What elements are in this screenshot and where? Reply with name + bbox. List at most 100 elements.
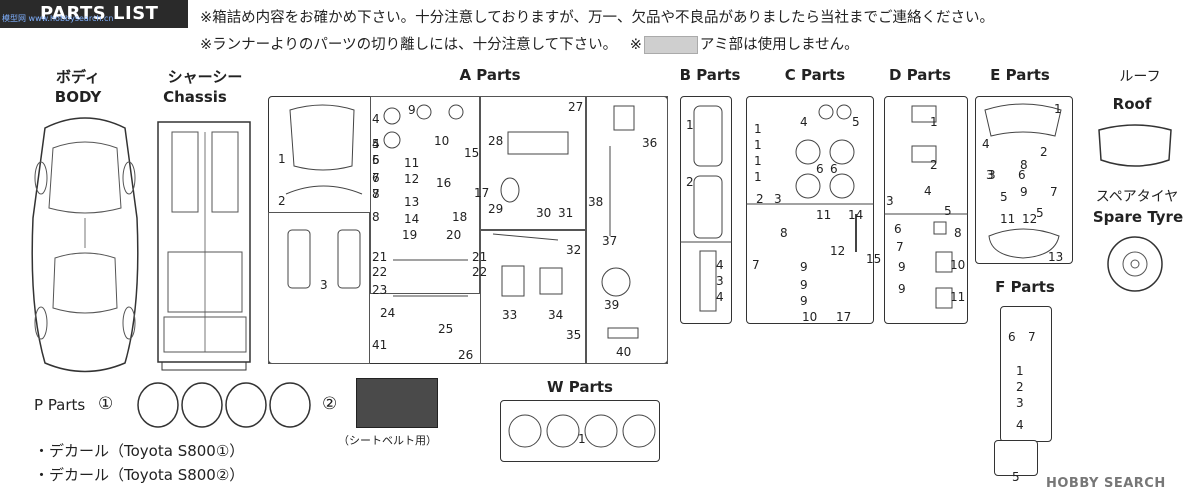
part-number-e-7: 7 (1050, 185, 1058, 199)
part-number-d-2: 2 (930, 158, 938, 172)
part-number-c-3: 3 (774, 192, 782, 206)
part-number-a-32: 32 (566, 243, 582, 257)
w-parts-frame (500, 400, 660, 462)
part-number-e-3: 3 (986, 168, 994, 182)
part-number-a-28: 28 (488, 134, 504, 148)
d-parts-title: D Parts (889, 66, 951, 84)
part-number-a-27: 27 (568, 100, 584, 114)
decal-line-2: ・デカール（Toyota S800②） (34, 464, 244, 485)
a-sub-2 (370, 96, 480, 294)
part-number-c-10: 10 (802, 310, 818, 324)
f-parts-base (994, 440, 1038, 476)
part-number-a-36: 36 (642, 136, 658, 150)
note-line-2-b: ※ (629, 37, 642, 53)
part-number-d-1: 1 (930, 115, 938, 129)
b-parts-title: B Parts (679, 66, 741, 84)
a-sub-4 (480, 230, 586, 364)
part-number-a-9: 9 (408, 103, 416, 117)
part-number-a-33: 33 (502, 308, 518, 322)
seatbelt-label: （シートベルト用） (338, 434, 437, 447)
body-drawing (31, 117, 139, 373)
note-line-2: ※ランナーよりのパーツの切り離しには、十分注意して下さい。 ※アミ部は使用しませ… (200, 33, 859, 54)
part-number-e-3: 3 (988, 168, 996, 182)
part-number-c-9: 9 (800, 278, 808, 292)
part-number-a-13: 13 (404, 195, 420, 209)
a-parts-frame (268, 96, 668, 364)
part-number-c-14: 14 (848, 208, 864, 222)
part-number-a-21: 21 (472, 250, 488, 264)
part-number-e-5: 5 (1000, 190, 1008, 204)
part-number-e-9: 9 (1020, 185, 1028, 199)
part-number-a-6: 6 (372, 153, 380, 167)
part-number-e-8: 8 (1020, 158, 1028, 172)
part-number-a-7: 7 (372, 187, 380, 201)
w-parts-title: W Parts (547, 378, 613, 396)
part-number-a-5: 5 (372, 153, 380, 167)
part-number-c-6: 6 (816, 162, 824, 176)
seatbelt-sheet (356, 378, 438, 428)
part-number-d-9: 9 (898, 282, 906, 296)
part-number-f-3: 3 (1016, 396, 1024, 410)
part-number-a-30: 30 (536, 206, 552, 220)
decal-2-name: （Toyota S800②） (109, 466, 245, 484)
p-parts-mark-1: ① (98, 394, 114, 414)
part-number-c-5: 5 (852, 115, 860, 129)
a-parts-drawing (285, 104, 639, 339)
part-number-b-3: 3 (716, 274, 724, 288)
part-number-c-8: 8 (780, 226, 788, 240)
part-number-a-22: 22 (472, 265, 488, 279)
part-number-c-6: 6 (830, 162, 838, 176)
part-number-b-2: 2 (686, 175, 694, 189)
part-number-d-6: 6 (894, 222, 902, 236)
roof-title-en: Roof (1112, 95, 1152, 113)
part-number-a-6: 6 (372, 171, 380, 185)
c-parts-frame (746, 96, 874, 324)
part-number-a-22: 22 (372, 265, 388, 279)
part-number-d-8: 8 (954, 226, 962, 240)
part-number-a-18: 18 (452, 210, 468, 224)
a-sub-5 (586, 96, 668, 364)
part-number-c-2: 2 (756, 192, 764, 206)
part-number-e-4: 4 (982, 137, 990, 151)
c-parts-drawing (746, 104, 874, 252)
decal-1-prefix: ・デカール (34, 442, 110, 460)
part-number-c-1: 1 (754, 122, 762, 136)
d-parts-frame (884, 96, 968, 324)
part-number-e-11: 11 (1000, 212, 1016, 226)
part-number-a-31: 31 (558, 206, 574, 220)
part-number-a-5: 5 (372, 137, 380, 151)
a-sub-3 (480, 96, 586, 230)
part-number-a-3: 3 (320, 278, 328, 292)
part-number-a-8: 8 (372, 187, 380, 201)
part-number-b-4: 4 (716, 258, 724, 272)
f-parts-title: F Parts (995, 278, 1055, 296)
part-number-e-1: 1 (1054, 102, 1062, 116)
part-number-c-9: 9 (800, 294, 808, 308)
e-parts-drawing (984, 103, 1062, 259)
part-number-e-2: 2 (1040, 145, 1048, 159)
part-number-d-9: 9 (898, 260, 906, 274)
part-number-c-17: 17 (836, 310, 852, 324)
part-number-c-1: 1 (754, 138, 762, 152)
part-number-a-16: 16 (436, 176, 452, 190)
roof-drawing (1098, 124, 1172, 167)
part-number-f-5: 5 (1012, 470, 1020, 484)
e-parts-frame (975, 96, 1073, 264)
part-number-e-6: 6 (1018, 168, 1026, 182)
note-line-1: ※箱詰め内容をお確かめ下さい。十分注意しておりますが、万一、欠品や不良品がありま… (200, 10, 994, 26)
part-number-a-21: 21 (372, 250, 388, 264)
part-number-f-2: 2 (1016, 380, 1024, 394)
part-number-a-4: 4 (372, 137, 380, 151)
part-number-a-29: 29 (488, 202, 504, 216)
part-number-f-7: 7 (1028, 330, 1036, 344)
part-number-d-4: 4 (924, 184, 932, 198)
part-number-a-20: 20 (446, 228, 462, 242)
part-number-d-7: 7 (896, 240, 904, 254)
part-number-a-12: 12 (404, 172, 420, 186)
part-number-d-3: 3 (886, 194, 894, 208)
part-number-a-10: 10 (434, 134, 450, 148)
part-number-a-40: 40 (616, 345, 632, 359)
w-parts-drawing (508, 414, 656, 448)
part-number-a-26: 26 (458, 348, 474, 362)
part-number-c-1: 1 (754, 170, 762, 184)
